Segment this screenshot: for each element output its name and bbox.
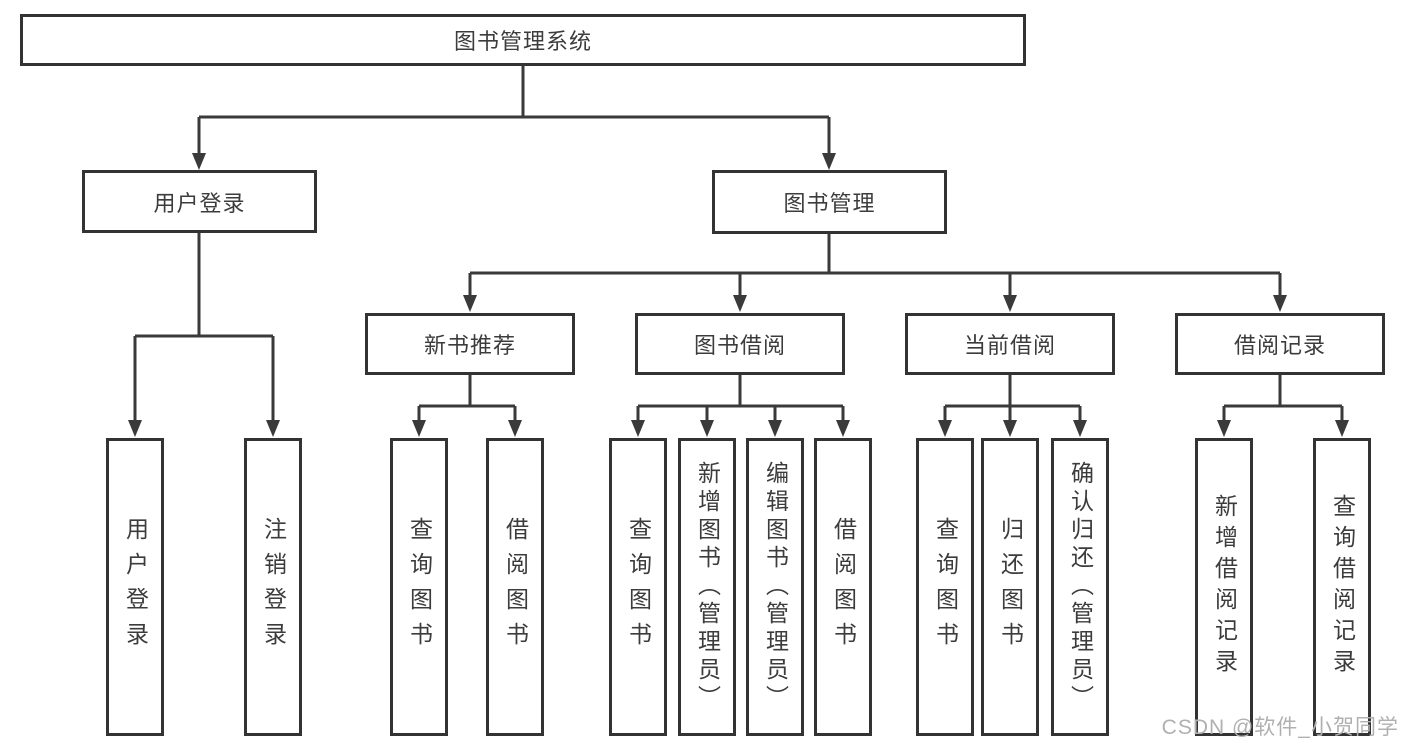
leaf-confirm-return-admin: 确认归还（管理员） — [1051, 438, 1109, 736]
arrowheads — [128, 153, 1349, 437]
leaf-add-borrow-record: 新增借阅记录 — [1195, 438, 1253, 736]
leaf-borrow-books-recommend: 借阅图书 — [486, 438, 544, 736]
csdn-watermark: CSDN @软件_小贺同学 — [1161, 716, 1399, 739]
leaf-edit-book-admin: 编辑图书（管理员） — [746, 438, 804, 736]
leaf-query-books-recommend: 查询图书 — [390, 438, 448, 736]
node-borrow-records: 借阅记录 — [1175, 313, 1385, 375]
node-new-book-recommend: 新书推荐 — [365, 313, 575, 375]
leaf-query-books-borrow: 查询图书 — [609, 438, 667, 736]
node-book-borrow: 图书借阅 — [635, 313, 845, 375]
node-user-login: 用户登录 — [82, 170, 317, 233]
node-book-management: 图书管理 — [712, 170, 947, 234]
leaf-query-books-current: 查询图书 — [916, 438, 974, 736]
leaf-borrow-books: 借阅图书 — [814, 438, 872, 736]
node-root: 图书管理系统 — [20, 14, 1026, 66]
node-current-borrow: 当前借阅 — [905, 313, 1115, 375]
leaf-query-borrow-record: 查询借阅记录 — [1313, 438, 1371, 736]
leaf-user-login: 用户登录 — [106, 438, 164, 736]
leaf-add-book-admin: 新增图书（管理员） — [678, 438, 736, 736]
leaf-logout: 注销登录 — [244, 438, 302, 736]
leaf-return-book: 归还图书 — [981, 438, 1039, 736]
connector-strokes — [133, 66, 1344, 423]
